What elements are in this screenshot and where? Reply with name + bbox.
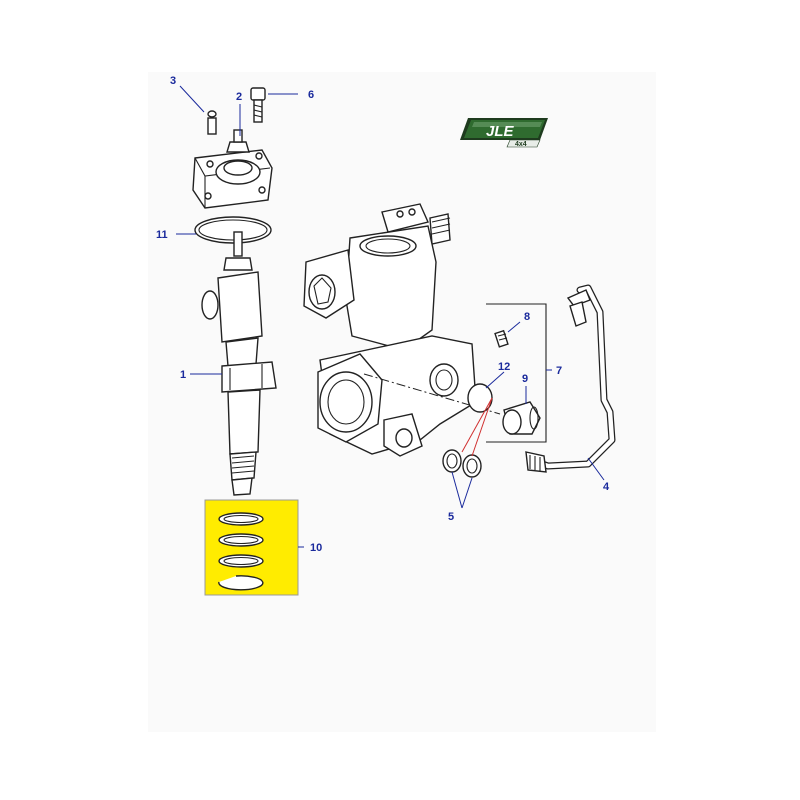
- callout-9: 9: [522, 373, 528, 385]
- red-leader-b: [471, 397, 493, 457]
- callout-11: 11: [156, 229, 168, 241]
- red-leader-a: [461, 397, 493, 453]
- callout-12: 12: [498, 361, 510, 373]
- leader-lines: [176, 85, 605, 548]
- bleed-screw-8: [494, 329, 509, 348]
- steering-box-housing: [303, 203, 477, 457]
- callout-7: 7: [556, 365, 562, 377]
- logo-sub: 4x4: [515, 141, 527, 148]
- callout-5: 5: [448, 511, 454, 523]
- o-ring-11: [194, 216, 272, 244]
- callout-10: 10: [310, 542, 322, 554]
- callout-1: 1: [180, 369, 186, 381]
- callout-8: 8: [524, 311, 530, 323]
- jle-4x4-logo-icon: JLE 4x4: [460, 118, 548, 148]
- sector-shaft: [201, 231, 277, 496]
- logo-text: JLE: [486, 123, 515, 140]
- callout-3: 3: [170, 75, 176, 87]
- callout-2: 2: [236, 91, 242, 103]
- valve-9: [502, 401, 541, 435]
- bracket-7: [486, 303, 547, 443]
- callout-6: 6: [308, 89, 314, 101]
- seal-kit-highlight-box: [204, 499, 299, 596]
- callout-4: 4: [603, 481, 610, 493]
- assembly-centreline: [363, 373, 501, 415]
- washers-5: [442, 449, 482, 478]
- pipe-4: [525, 284, 616, 473]
- top-cover-plate: [192, 87, 273, 209]
